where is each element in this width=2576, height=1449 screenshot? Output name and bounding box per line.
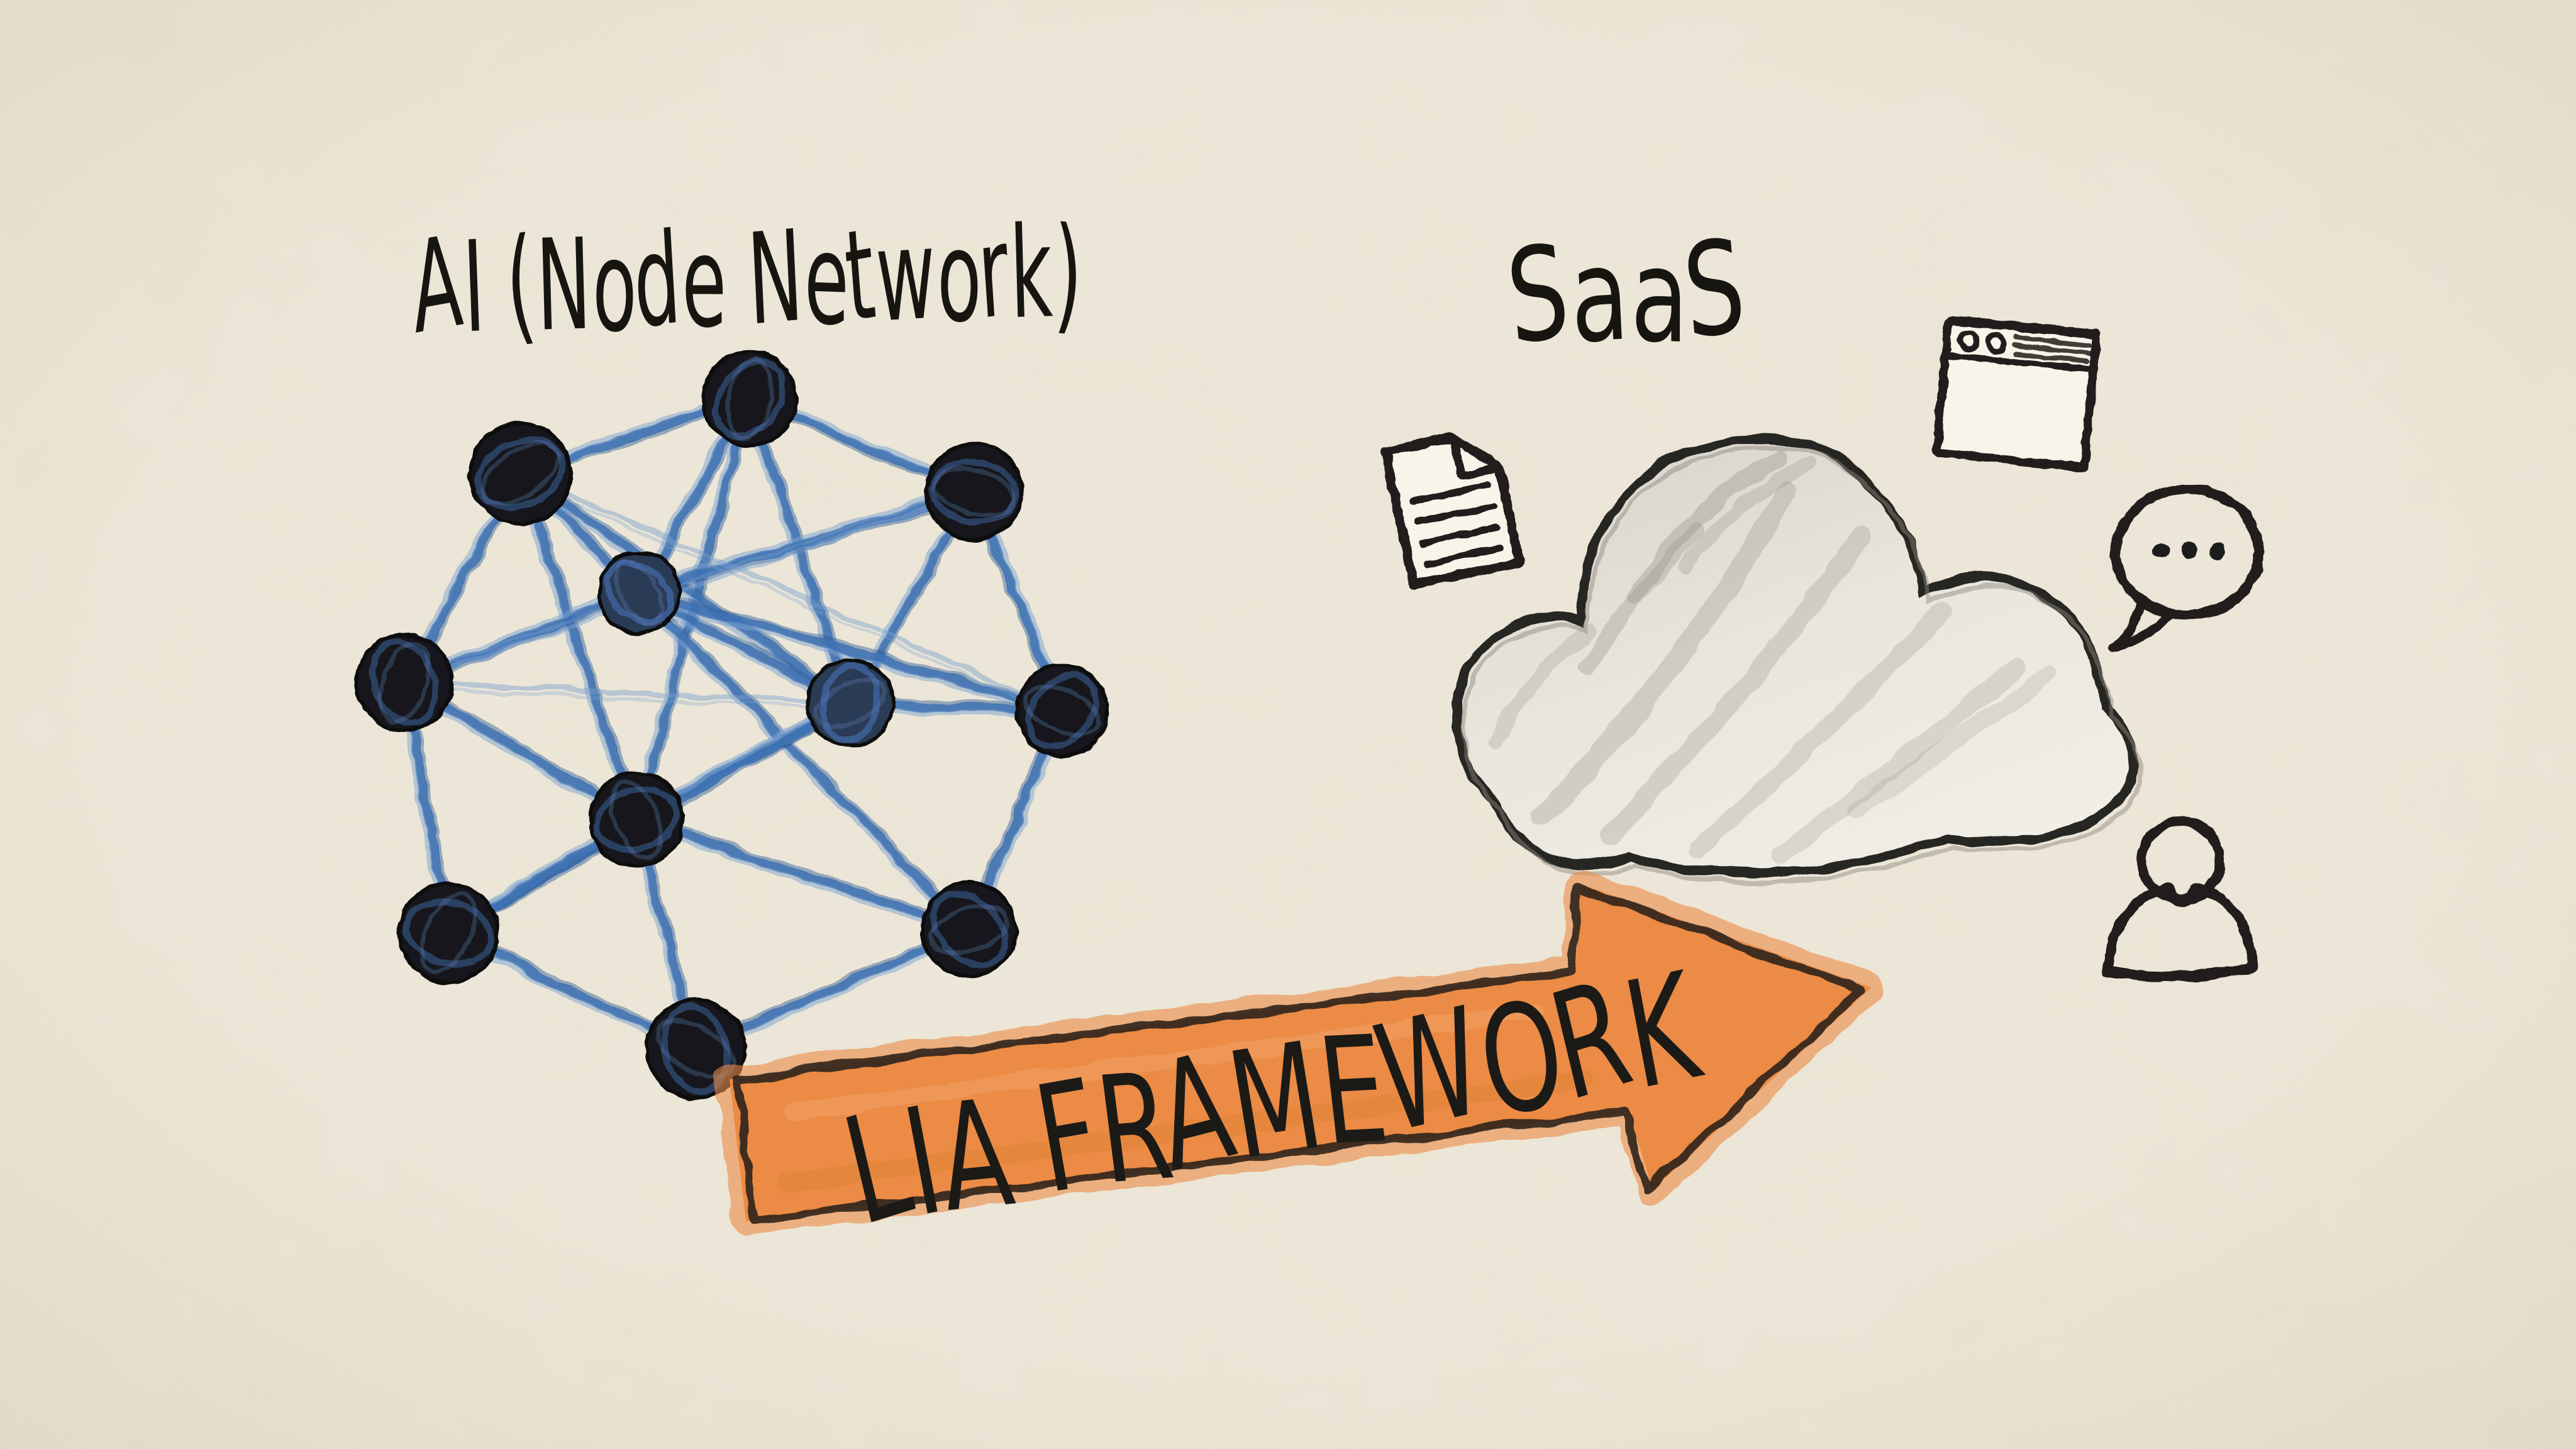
doc-text-lines [1410,482,1504,567]
network-node [701,350,798,447]
network-edge [635,588,1067,715]
browser-window-icon [1932,316,2101,472]
document-icon [1380,433,1524,590]
arrow-outline [734,883,1867,1224]
network-edge [402,686,852,711]
network-edge [641,587,975,928]
network-node [1015,663,1109,758]
network-edge [525,470,644,819]
network-node [355,633,454,732]
network-node [806,658,895,748]
doc-fold [1449,433,1504,480]
chat-dot [2209,543,2226,559]
network-edge [516,469,641,824]
network-edge [632,822,970,938]
person-icon [2103,816,2258,982]
network-edge [632,815,974,934]
person-shoulders [2103,883,2258,982]
network-node [469,421,573,526]
saas-cloud [1452,435,2143,884]
right-panel-title: SaaS [1498,212,1752,378]
network-node [588,771,685,868]
cloud-shading [1489,451,2058,864]
chat-dot [2153,542,2169,558]
chat-dot [2181,542,2197,558]
arrow-texture [777,1003,1594,1193]
browser-address-scribble [2012,334,2092,364]
network-nodes [355,350,1109,1100]
network-edge [632,594,968,936]
network-edge [635,588,974,934]
arrow-body [730,884,1871,1221]
left-panel-title: AI (Node Network) [402,195,1091,366]
browser-titlebar-divider [1942,352,2097,374]
cloud-outline [1452,435,2139,878]
network-node [597,550,681,635]
network-edge [636,812,973,926]
network-node [397,882,499,984]
network-edge [513,472,634,824]
network-node [921,881,1018,978]
chat-dots [2153,542,2226,559]
browser-button-circle [1985,332,2007,355]
network-edge [402,680,853,706]
network-edge [635,595,1063,719]
network-edge [402,489,977,685]
node-network [355,350,1109,1100]
network-node [924,442,1024,541]
browser-button-circle [1957,329,1980,352]
network-edge [401,484,974,679]
network-edge [518,471,1065,713]
network-edge [635,484,975,590]
chat-bubble-outline [2111,484,2264,620]
chat-bubble-tail [2109,598,2174,652]
network-edge [516,477,1062,718]
chat-bubble-icon [2109,484,2264,652]
